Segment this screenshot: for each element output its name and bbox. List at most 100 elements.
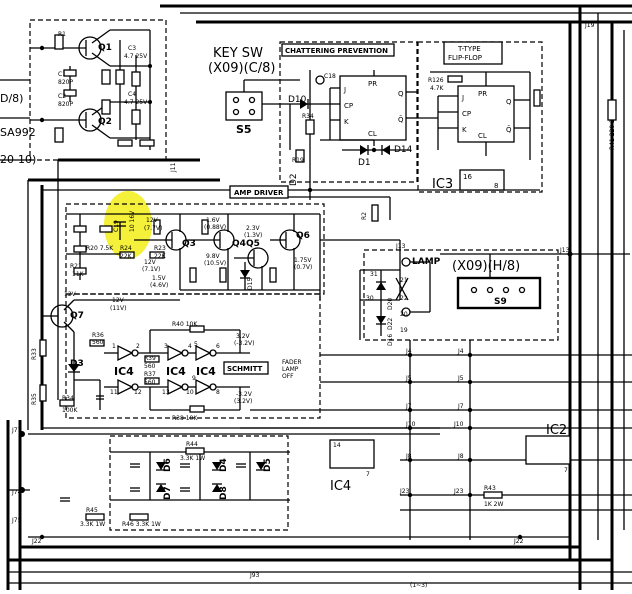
ic3-pin16: 16 xyxy=(463,173,472,181)
d5-label: D5 xyxy=(263,458,273,472)
j8-right: J8 xyxy=(457,453,464,460)
ff2-q: Q xyxy=(506,98,512,106)
lamp-circuit xyxy=(320,239,431,340)
pin-3: 3 xyxy=(164,343,168,350)
r1-label: R1 xyxy=(58,31,66,38)
q7-circuit xyxy=(39,299,180,410)
v10-5: (10.5V) xyxy=(204,260,226,267)
q1-q2-section xyxy=(0,19,167,161)
r37-value: 560 xyxy=(144,379,156,386)
ttype-title-box xyxy=(443,41,503,65)
pin-1: 1 xyxy=(112,343,116,350)
pin-31: 31 xyxy=(370,271,378,278)
c19-highlight xyxy=(104,191,152,259)
r44-value: 3.3K 1W xyxy=(180,455,205,462)
r36-value: 560 xyxy=(92,339,104,346)
ttype-line2: FLIP-FLOP xyxy=(448,54,482,62)
ic2-pin7: 7 xyxy=(564,467,568,474)
ic3-ff2 xyxy=(418,71,531,160)
fader-label: FADER xyxy=(282,359,302,366)
c19-value: 10 16V xyxy=(129,210,136,232)
ref-d8: D/8) xyxy=(0,92,23,105)
ff2-k: K xyxy=(462,126,467,134)
r45-value: 3.3K 1W xyxy=(80,521,105,528)
ic4-b-label: IC4 xyxy=(166,365,186,378)
ff2-j: J xyxy=(461,94,464,102)
pin-22: 22 xyxy=(400,295,408,302)
v3-2d: (3.2V) xyxy=(234,398,252,405)
r45-label: R45 xyxy=(86,507,98,514)
v11: (11V) xyxy=(110,305,126,312)
amp-driver-circuit xyxy=(66,213,321,300)
v0-7: (0.7V) xyxy=(294,264,312,271)
d10-diode xyxy=(289,70,320,200)
ttype-frame xyxy=(417,41,543,193)
schmitt-title-box xyxy=(223,361,269,375)
r41-label: R41 220 2W xyxy=(609,113,616,150)
d15-label: D15 xyxy=(247,278,254,290)
v4-6: (4.6V) xyxy=(150,282,168,289)
lamp-off-label: LAMP xyxy=(282,366,299,373)
r43-label: R43 xyxy=(484,485,496,492)
j10-right: J10 xyxy=(453,421,464,428)
r23-value: 22K xyxy=(154,253,167,260)
r126-value: 4.7K xyxy=(430,85,445,92)
key-sw-ref: (X09)(C/8) xyxy=(208,61,275,76)
r46-label: R46 3.3K 1W xyxy=(122,521,161,528)
j10-left: J10 xyxy=(405,421,416,428)
v1-3: (1.3V) xyxy=(244,232,262,239)
c4-value: 4.7 25V xyxy=(124,99,148,106)
c4-label: C4 xyxy=(128,91,136,98)
x09-h8-label: (X09)(H/8) xyxy=(452,259,520,274)
j75-label: J75 xyxy=(11,517,22,524)
j13-right: J13 xyxy=(559,247,570,254)
v3-2b: (-3.2V) xyxy=(234,340,255,347)
power-circuit xyxy=(60,447,290,521)
ff1-q: Q xyxy=(398,90,404,98)
pin-6: 6 xyxy=(216,343,220,350)
ic2-package xyxy=(525,435,571,465)
ff1-qb: Q̄ xyxy=(398,115,404,124)
v3-2c: -3.2V xyxy=(236,391,253,398)
ic4-c-label: IC4 xyxy=(196,365,216,378)
chattering-title-box xyxy=(281,43,395,57)
ic3-pin8: 8 xyxy=(494,182,498,190)
r35-label: R35 xyxy=(31,393,38,405)
r38-label: R38 10K xyxy=(172,415,198,422)
d16-label: D16 xyxy=(387,334,394,346)
key-sw-title: KEY SW xyxy=(213,46,263,61)
ic3-power-box xyxy=(459,169,505,191)
pin-30: 30 xyxy=(366,295,374,302)
q4-label: Q4 xyxy=(232,239,246,249)
d14-label: D14 xyxy=(394,145,413,155)
ff1-k: K xyxy=(344,118,349,126)
v3-2a: 3.2V xyxy=(236,333,251,340)
j-connectors xyxy=(240,340,632,540)
r37-label: R37 xyxy=(144,371,156,378)
c18-label: C18 xyxy=(324,73,336,80)
pin-10: 10 xyxy=(186,389,194,396)
v7-1: (7.1V) xyxy=(142,266,160,273)
j5-left: J5 xyxy=(405,375,412,382)
amp-driver-title-box xyxy=(229,185,289,199)
pin-8: 8 xyxy=(216,389,220,396)
r21-label: R21 xyxy=(70,263,82,270)
v0-88: (0.88V) xyxy=(204,224,226,231)
ic4-a-label: IC4 xyxy=(114,365,134,378)
pin-19: 19 xyxy=(400,327,408,334)
r34-label: R34 xyxy=(62,395,74,402)
r39-label: R39 xyxy=(144,355,156,362)
j23-left: J23 xyxy=(399,488,410,495)
d22-label: D22 xyxy=(387,318,394,330)
j93-label: J93 xyxy=(249,572,260,579)
j4-left: J4 xyxy=(405,348,412,355)
d8-label: D8 xyxy=(219,486,229,500)
r43-value: 1K 2W xyxy=(484,501,503,508)
c19-label: C19 xyxy=(113,220,120,232)
v9-8: 9.8V xyxy=(206,253,221,260)
j13-lamp: J13 xyxy=(395,243,406,250)
off-label: OFF xyxy=(282,373,294,380)
pin-2: 2 xyxy=(136,343,140,350)
junction-dots xyxy=(39,147,573,540)
ic4-gates xyxy=(104,325,250,413)
